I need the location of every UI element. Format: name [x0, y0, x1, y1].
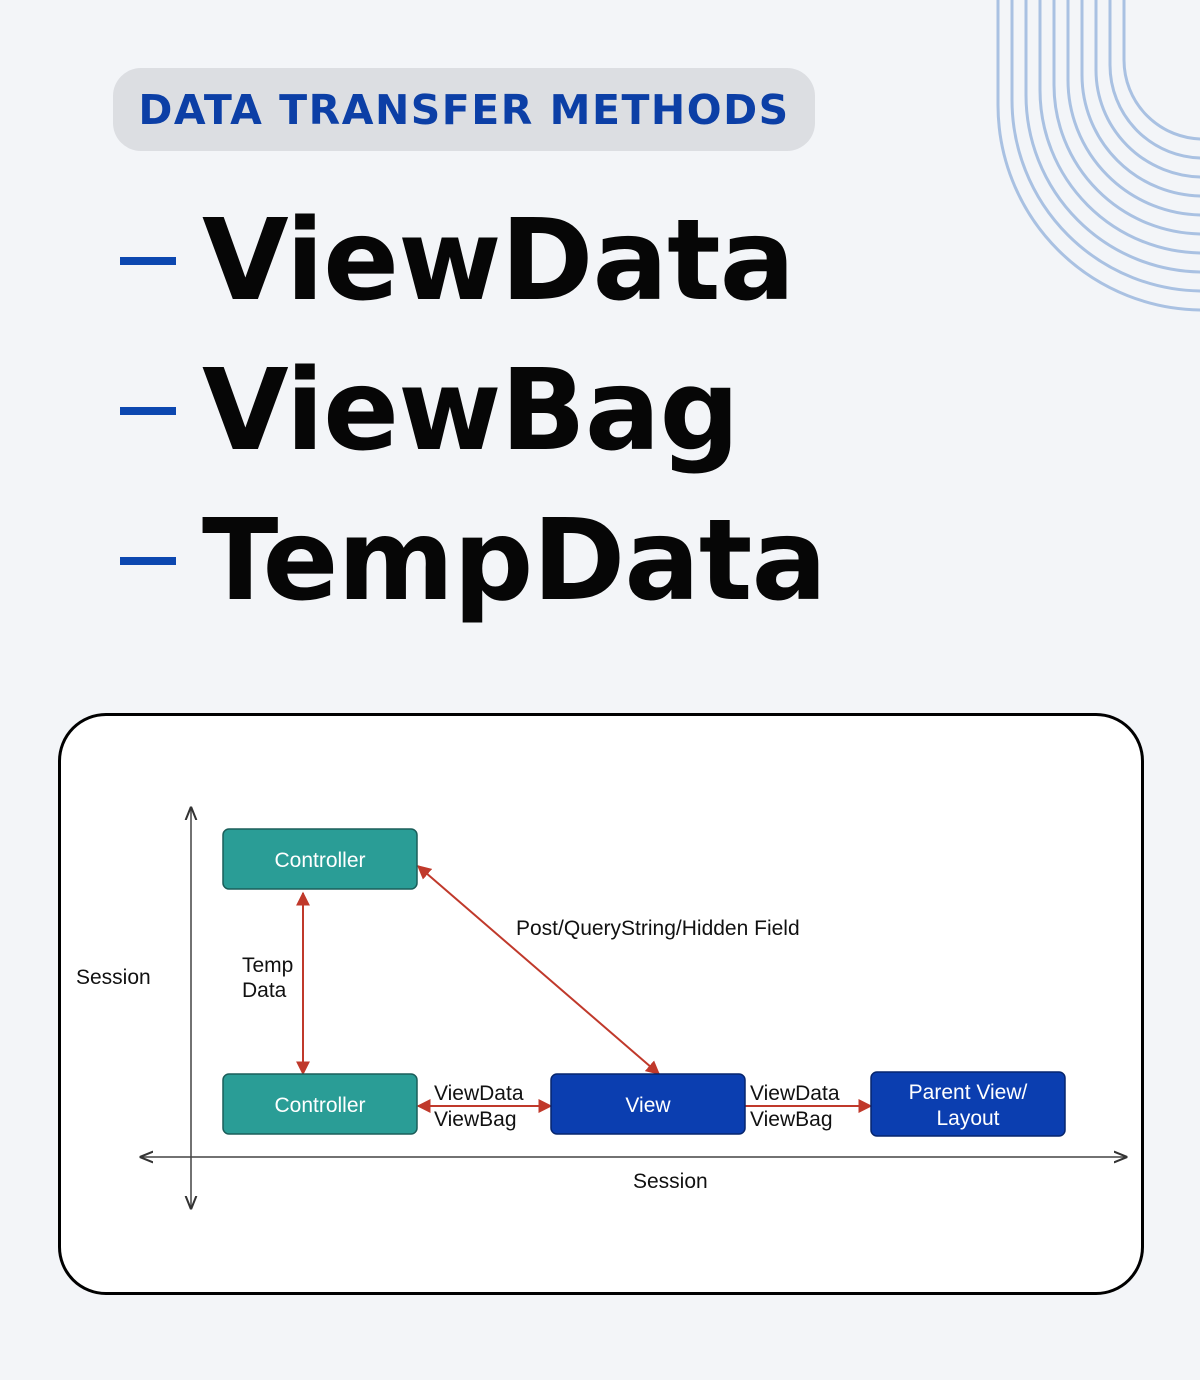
edge-label-temp: Temp [242, 954, 293, 977]
arrow-post-querystring [416, 865, 661, 1075]
edge-label-viewbag-1: ViewBag [434, 1108, 517, 1131]
edge-label-post: Post/QueryString/Hidden Field [516, 917, 800, 940]
method-label: ViewData [202, 196, 795, 326]
method-item-viewdata: ViewData [120, 196, 795, 326]
parent-view-node: Parent View/ Layout [870, 1071, 1066, 1137]
method-item-viewbag: ViewBag [120, 346, 740, 476]
badge-title: DATA TRANSFER METHODS [138, 85, 790, 134]
bullet-dash [120, 407, 176, 415]
edge-label-viewdata-1: ViewData [434, 1082, 524, 1105]
parent-view-label-line2: Layout [936, 1107, 999, 1130]
method-item-tempdata: TempData [120, 496, 827, 626]
bullet-dash [120, 257, 176, 265]
edge-label-viewdata-2: ViewData [750, 1082, 840, 1105]
horizontal-axis-label: Session [633, 1170, 708, 1193]
view-label: View [625, 1094, 671, 1117]
view-node: View [550, 1073, 746, 1135]
parent-view-label-line1: Parent View/ [909, 1081, 1028, 1104]
edge-label-viewbag-2: ViewBag [750, 1108, 833, 1131]
diagram-card: Session Session Post/QueryString/Hidden … [58, 713, 1144, 1295]
controller-node-top: Controller [222, 828, 418, 890]
controller-bottom-label: Controller [274, 1094, 365, 1117]
bullet-dash [120, 557, 176, 565]
controller-top-label: Controller [274, 849, 365, 872]
method-label: TempData [202, 496, 827, 626]
controller-node-bottom: Controller [222, 1073, 418, 1135]
method-label: ViewBag [202, 346, 740, 476]
section-badge: DATA TRANSFER METHODS [113, 68, 815, 151]
vertical-axis-label: Session [76, 966, 151, 989]
edge-label-data: Data [242, 979, 287, 1002]
data-flow-diagram: Session Session Post/QueryString/Hidden … [76, 716, 1141, 1292]
